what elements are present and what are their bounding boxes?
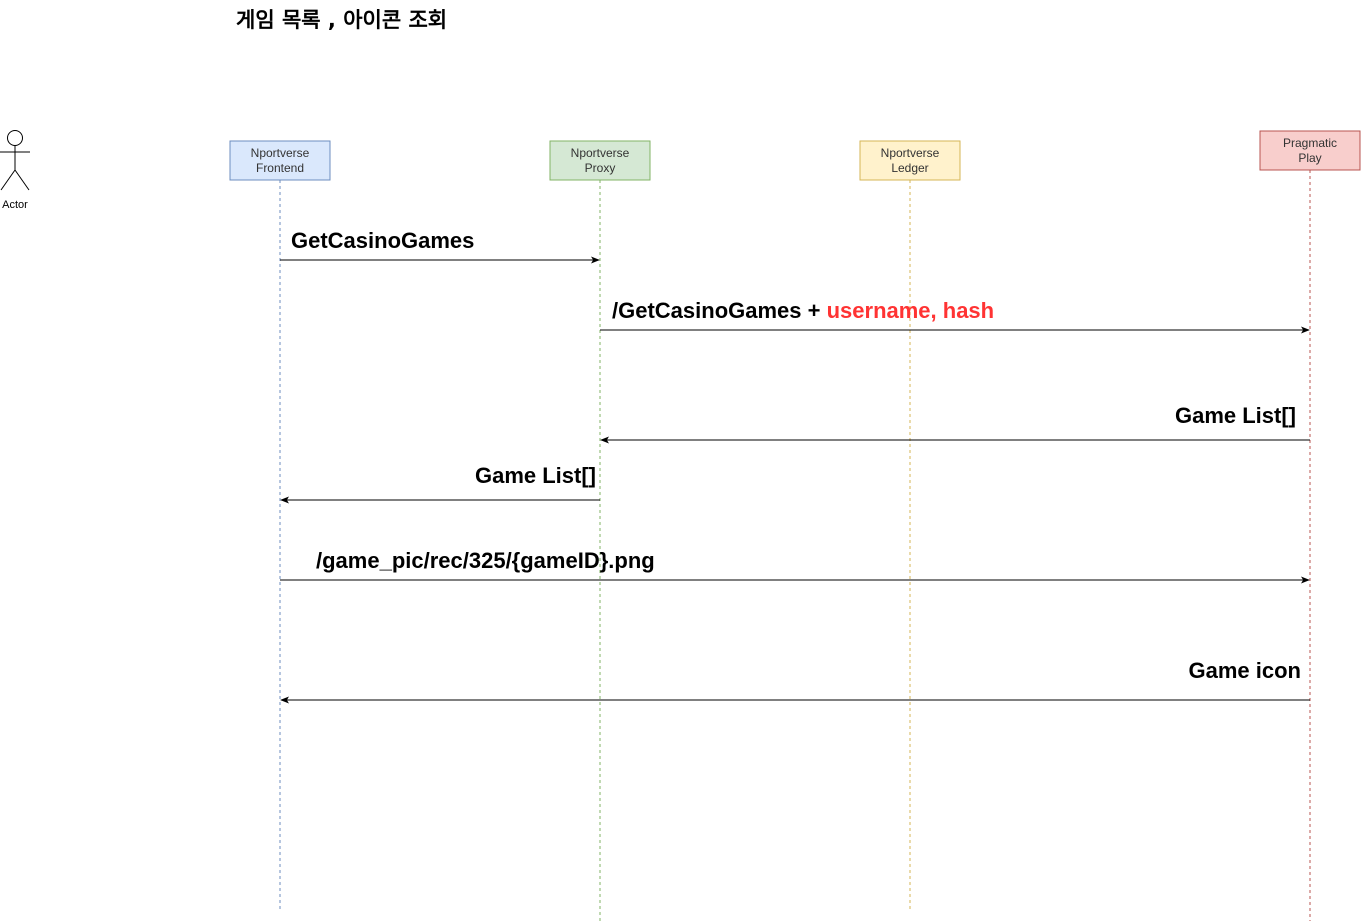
message-4[interactable]: Game List[] xyxy=(280,463,600,504)
message-1[interactable]: GetCasinoGames xyxy=(280,228,600,264)
participant-label-frontend: Nportverse xyxy=(251,146,310,160)
message-label: Game List[] xyxy=(475,463,596,488)
message-6[interactable]: Game icon xyxy=(280,658,1310,704)
message-label: /GetCasinoGames + username, hash xyxy=(612,298,994,323)
participants: NportverseFrontendNportverseProxyNportve… xyxy=(229,130,1361,181)
participant-label-proxy: Proxy xyxy=(585,161,616,175)
message-label: GetCasinoGames xyxy=(291,228,474,253)
participant-box-ledger[interactable] xyxy=(859,140,961,181)
message-label-part: Game List[] xyxy=(1175,403,1296,428)
message-label-part: username, hash xyxy=(827,298,995,323)
message-3[interactable]: Game List[] xyxy=(600,403,1310,444)
message-label: /game_pic/rec/325/{gameID}.png xyxy=(316,548,655,573)
participant-box-proxy[interactable] xyxy=(549,140,651,181)
message-5[interactable]: /game_pic/rec/325/{gameID}.png xyxy=(280,548,1310,584)
actor-label: Actor xyxy=(2,199,28,211)
participant-label-pragmatic: Pragmatic xyxy=(1283,136,1337,150)
messages: GetCasinoGames/GetCasinoGames + username… xyxy=(280,228,1310,704)
message-2[interactable]: /GetCasinoGames + username, hash xyxy=(600,298,1310,334)
participant-label-proxy: Nportverse xyxy=(571,146,630,160)
participant-box-frontend[interactable] xyxy=(229,140,331,181)
diagram-title: 게임 목록 , 아이콘 조회 xyxy=(236,8,447,32)
participant-label-frontend: Frontend xyxy=(256,161,304,175)
message-label-part: Game icon xyxy=(1189,658,1301,683)
participant-label-ledger: Ledger xyxy=(891,161,928,175)
message-label-part: /GetCasinoGames + xyxy=(612,298,827,323)
lifelines xyxy=(279,170,1311,921)
participant-label-pragmatic: Play xyxy=(1298,151,1321,165)
message-label: Game icon xyxy=(1189,658,1301,683)
message-label: Game List[] xyxy=(1175,403,1296,428)
message-label-part: Game List[] xyxy=(475,463,596,488)
message-label-part: /game_pic/rec/325/{gameID}.png xyxy=(316,548,655,573)
participant-box-pragmatic[interactable] xyxy=(1259,130,1361,171)
participant-label-ledger: Nportverse xyxy=(881,146,940,160)
message-label-part: GetCasinoGames xyxy=(291,228,474,253)
actor-stick-figure-icon[interactable] xyxy=(0,130,30,191)
